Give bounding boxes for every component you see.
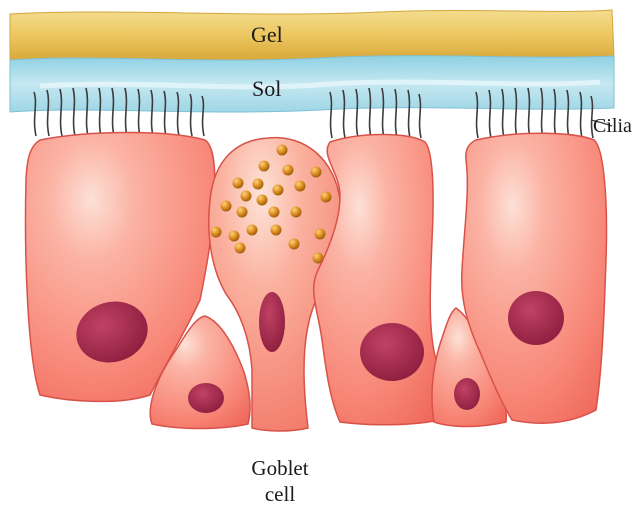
- nucleus-goblet: [259, 292, 285, 352]
- gel-layer: [10, 10, 614, 60]
- label-goblet-line1: Goblet: [240, 455, 320, 481]
- label-sol: Sol: [252, 78, 281, 100]
- nucleus-middle: [360, 323, 424, 381]
- nucleus-basal-right: [454, 378, 480, 410]
- label-goblet-cell: Goblet cell: [240, 455, 320, 507]
- nucleus-basal-left: [188, 383, 224, 413]
- label-cilia: Cilia: [593, 116, 632, 136]
- label-gel: Gel: [251, 24, 283, 46]
- sol-highlight: [40, 82, 600, 87]
- nucleus-right: [508, 291, 564, 345]
- label-goblet-line2: cell: [240, 481, 320, 507]
